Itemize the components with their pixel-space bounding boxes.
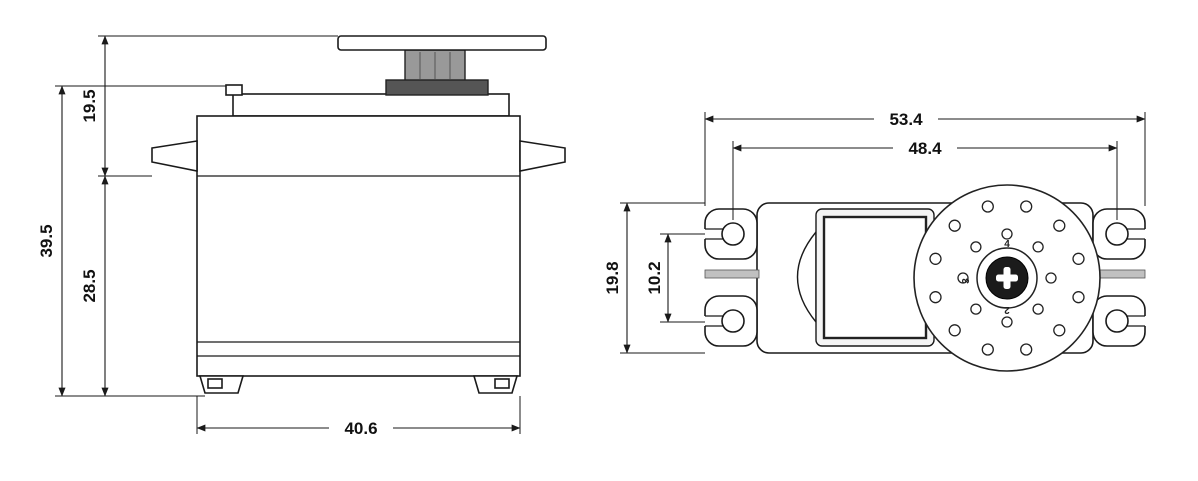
motor-bulge — [796, 230, 817, 324]
horn-hole — [929, 291, 942, 304]
shaft-collar — [385, 79, 489, 96]
horn-hole — [981, 343, 994, 356]
mount-hole-top-right — [1105, 222, 1129, 246]
horn-hole — [948, 219, 961, 232]
slot-mask — [1143, 316, 1147, 326]
dim-body-depth: 19.8 — [603, 202, 705, 354]
dim-total-height: 39.5 — [37, 85, 226, 397]
horn-hole — [1032, 241, 1044, 253]
side-view — [151, 35, 566, 394]
servo-top-tab — [225, 84, 243, 96]
dim-hole-span: 48.4 — [732, 139, 1118, 220]
horn-hole — [1045, 272, 1057, 284]
dim-body-width: 40.6 — [196, 396, 521, 438]
foot-right-slot — [494, 378, 510, 389]
dim-overall-length: 53.4 — [704, 109, 1146, 206]
dim-upper-height: 19.5 — [80, 35, 338, 177]
horn-mark-3: 3 — [961, 278, 972, 284]
dim-label-total-height: 39.5 — [37, 224, 56, 257]
stripe-left — [704, 269, 760, 279]
label-sticker-inner — [822, 215, 928, 340]
horn-mark-2: 2 — [1004, 304, 1010, 315]
horn-hole — [929, 252, 942, 265]
horn-hole — [957, 272, 969, 284]
dim-label-upper-height: 19.5 — [80, 89, 99, 122]
horn-hole — [970, 303, 982, 315]
horn-hole — [1053, 324, 1066, 337]
mount-flange-right — [519, 140, 566, 172]
dim-label-overall-length: 53.4 — [889, 110, 923, 129]
horn-hole — [1020, 200, 1033, 213]
servo-top-plate — [232, 93, 510, 117]
mount-flange-left — [151, 140, 198, 172]
mount-hole-bottom-left — [721, 309, 745, 333]
label-mask — [893, 139, 957, 157]
dim-label-hole-span: 48.4 — [908, 139, 942, 158]
mount-hole-top-left — [721, 222, 745, 246]
phillips-cross-icon — [1003, 267, 1011, 289]
slot-mask — [703, 316, 707, 326]
horn-hole — [948, 324, 961, 337]
horn-hole — [970, 241, 982, 253]
horn-holes-inner — [957, 228, 1057, 328]
horn-hole — [1001, 316, 1013, 328]
label-mask — [329, 418, 393, 438]
horn-hole — [1072, 252, 1085, 265]
top-view: 4 3 2 — [703, 184, 1147, 372]
dim-label-lower-height: 28.5 — [80, 269, 99, 302]
servo-body-side — [196, 115, 521, 377]
horn-holes-outer — [929, 200, 1085, 356]
horn-hole — [981, 200, 994, 213]
dim-lower-height: 28.5 — [80, 175, 109, 397]
mount-hole-bottom-right — [1105, 309, 1129, 333]
dim-label-ear-hole-span: 10.2 — [645, 261, 664, 294]
horn-hole — [1032, 303, 1044, 315]
slot-mask — [1143, 229, 1147, 239]
horn-hole — [1053, 219, 1066, 232]
horn-mark-4: 4 — [1004, 239, 1010, 250]
dim-label-body-width: 40.6 — [344, 419, 377, 438]
dim-label-body-depth: 19.8 — [603, 261, 622, 294]
horn-hole — [1020, 343, 1033, 356]
horn-hole — [1072, 291, 1085, 304]
horn-hole — [1001, 228, 1013, 240]
servo-horn-side — [337, 35, 547, 51]
dim-ear-hole-span: 10.2 — [645, 233, 705, 323]
foot-left-slot — [207, 378, 223, 389]
label-mask — [874, 109, 938, 128]
